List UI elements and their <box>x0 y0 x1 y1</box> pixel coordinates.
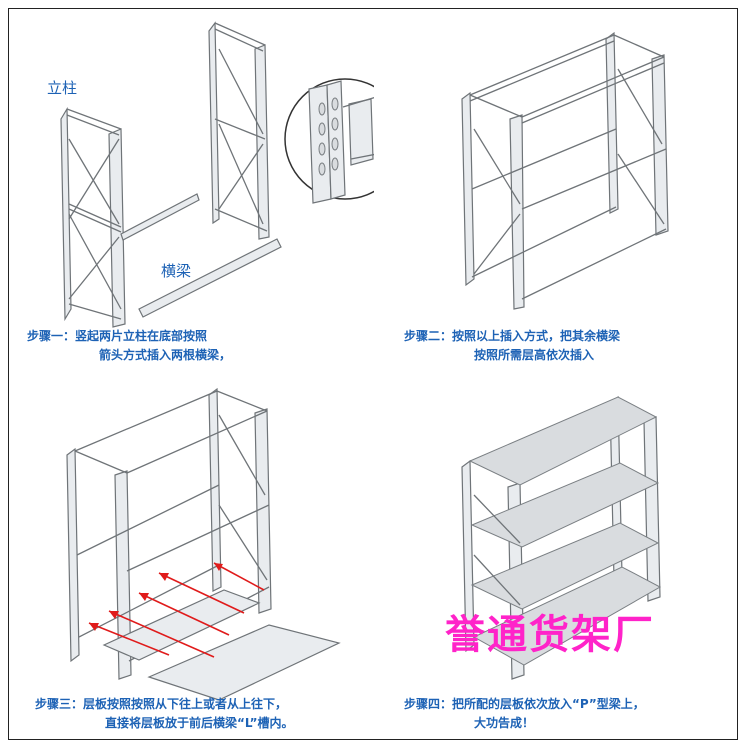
right-upright-frame <box>208 21 270 240</box>
left-upright-frame <box>60 106 126 328</box>
completed-shelf-illustration <box>461 395 662 680</box>
connection-detail-circle <box>284 78 374 204</box>
step-one-text: 步骤一：竖起两片立柱在底部按照 箭头方式插入两根横梁， <box>27 329 232 362</box>
step-one-panel: 立柱 横梁 步骤一：竖起两片立柱在底部按照 箭头方式插入两根横梁， <box>9 9 374 375</box>
insert-direction-arrows <box>88 562 265 658</box>
frame-with-beams-illustration <box>461 31 669 310</box>
brand-name: 誉通货架厂 <box>445 611 655 658</box>
assembly-diagram: 立柱 横梁 步骤一：竖起两片立柱在底部按照 箭头方式插入两根横梁， <box>8 8 738 740</box>
upright-and-beam-illustration <box>60 21 374 328</box>
shelf-insertion-illustration <box>66 387 341 701</box>
step-four-text: 步骤四：把所配的层板依次放入“P”型梁上， 大功告成！ <box>404 697 645 730</box>
upright-label: 立柱 <box>47 79 78 97</box>
step-three-panel: 步骤三：层板按照按照从下往上或者从上往下， 直接将层板放于前后横梁“L”槽内。 <box>9 375 374 741</box>
upper-beam <box>120 193 200 241</box>
beam-label: 横梁 <box>161 262 192 280</box>
step-two-panel: 步骤二：按照以上插入方式，把其余横梁 按照所需层高依次插入 <box>374 9 739 375</box>
step-three-text: 步骤三：层板按照按照从下往上或者从上往下， 直接将层板放于前后横梁“L”槽内。 <box>35 697 294 730</box>
lower-beam <box>138 238 282 318</box>
step-four-panel: 步骤四：把所配的层板依次放入“P”型梁上， 大功告成！ <box>374 375 739 741</box>
step-two-text: 步骤二：按照以上插入方式，把其余横梁 按照所需层高依次插入 <box>404 329 621 362</box>
